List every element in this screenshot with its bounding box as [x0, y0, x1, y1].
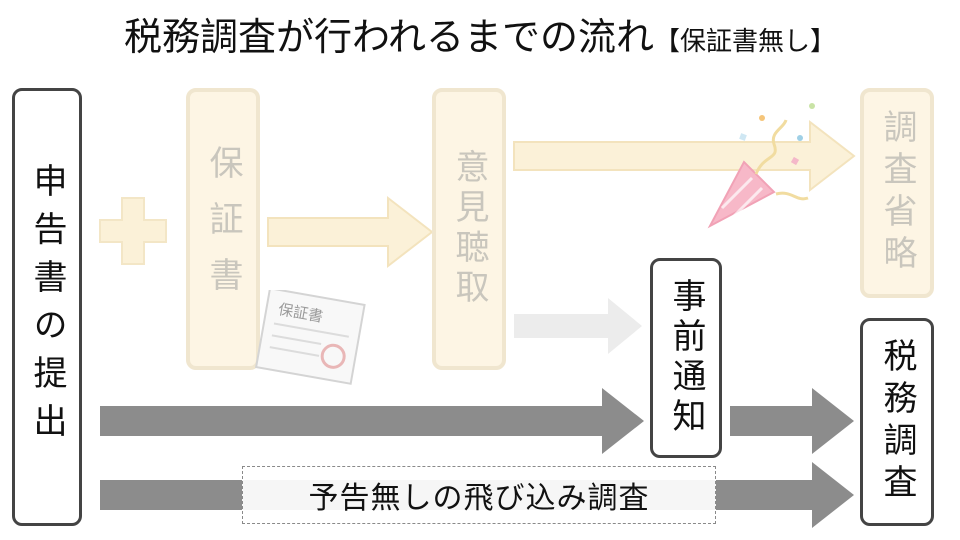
page-title: 税務調査が行われるまでの流れ【保証書無し】: [0, 12, 960, 67]
surprise-audit-text: 予告無しの飛び込み調査: [308, 481, 650, 516]
audit-label: 税務調査: [877, 338, 917, 506]
guarantee-document-illustration: 保証書: [254, 290, 366, 385]
skip-label: 調査省略: [877, 109, 917, 277]
skip-box: 調査省略: [860, 88, 934, 298]
title-suffix: 【保証書無し】: [654, 27, 837, 57]
surprise-audit-label: 予告無しの飛び込み調査: [242, 466, 716, 524]
guarantee-label: 保証書: [203, 145, 243, 313]
notice-label: 事前通知: [666, 278, 706, 438]
declaration-box: 申告書の提出: [12, 88, 82, 526]
arrow-notice-to-audit: [730, 388, 854, 454]
arrow-hearing-to-skip: [513, 119, 856, 193]
declaration-label: 申告書の提出: [27, 163, 67, 451]
guarantee-box: 保証書: [186, 88, 260, 370]
arrow-hearing-to-notice: [514, 298, 642, 354]
plus-icon: [99, 197, 167, 265]
audit-box: 税務調査: [860, 318, 934, 526]
arrow-declaration-to-notice: [100, 388, 644, 454]
arrow-guarantee-to-hearing: [267, 195, 434, 269]
notice-box: 事前通知: [650, 258, 722, 458]
hearing-box: 意見聴取: [432, 88, 506, 370]
title-main: 税務調査が行われるまでの流れ: [123, 15, 655, 59]
party-popper-icon: [707, 103, 815, 229]
hearing-label: 意見聴取: [449, 149, 489, 309]
